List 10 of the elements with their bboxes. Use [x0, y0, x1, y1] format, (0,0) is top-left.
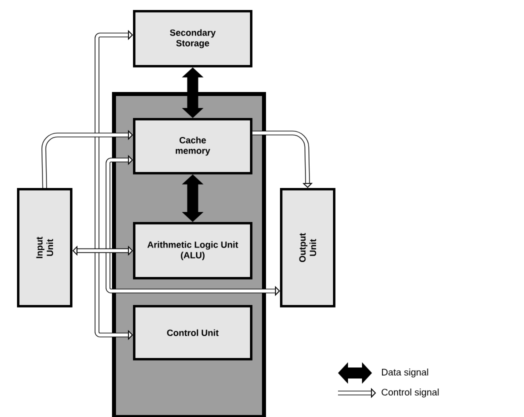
- control-arrow: [42, 130, 133, 188]
- legend-label: Data signal: [382, 368, 428, 378]
- unit-box: Control Unit: [133, 305, 252, 360]
- unit-box: Arithmetic Logic Unit (ALU): [133, 222, 252, 280]
- legend-label: Control signal: [382, 388, 439, 398]
- unit-box: Output Unit: [280, 188, 336, 308]
- unit-box: Input Unit: [17, 188, 72, 308]
- unit-box: Secondary Storage: [133, 10, 252, 68]
- unit-box: Cache memory: [133, 118, 252, 174]
- control-arrow: [252, 130, 313, 188]
